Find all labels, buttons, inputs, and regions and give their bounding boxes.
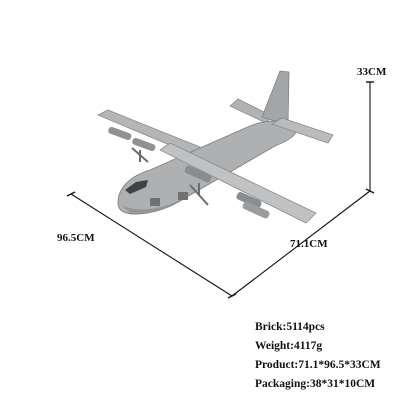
length-dimension-line [70,193,233,297]
vertical-tail [261,70,290,126]
right-wing [159,142,317,224]
length-label: 96.5CM [57,232,95,244]
width-label: 71.1CM [290,238,328,250]
aircraft-model [97,70,334,224]
spec-brick-count: Brick:5114pcs [255,321,325,333]
horizontal-stabilizer-right [271,117,334,144]
cockpit-windows [125,180,148,194]
spec-weight: Weight:4117g [255,340,323,352]
height-label: 33CM [357,66,387,78]
dimension-ticks [66,81,375,299]
spec-packaging-size: Packaging:38*31*10CM [255,378,376,390]
spec-product-size: Product:71.1*96.5*33CM [255,359,381,371]
width-dimension-line [231,190,371,297]
dimension-lines [70,82,371,297]
left-wing [97,109,201,157]
